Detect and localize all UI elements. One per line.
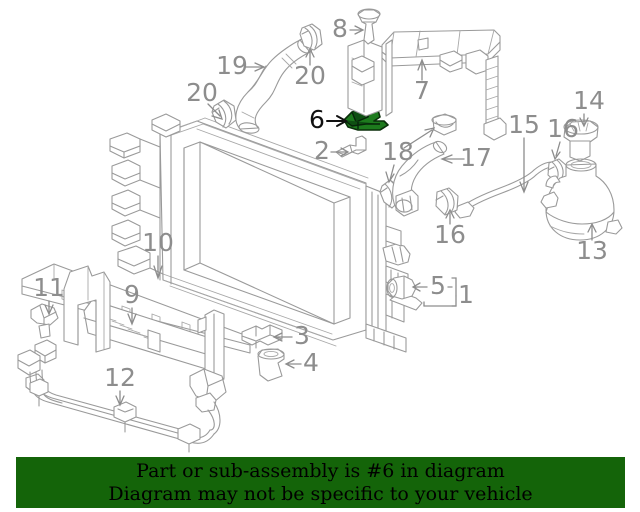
callout-label-1: 1 bbox=[458, 280, 474, 309]
callout-label-19: 19 bbox=[216, 51, 248, 80]
callout-label-9: 9 bbox=[124, 280, 140, 309]
callout-16b-leader bbox=[445, 208, 455, 225]
callout-label-16b: 16 bbox=[434, 220, 466, 249]
left-support-bracket bbox=[63, 265, 111, 353]
callout-label-8: 8 bbox=[332, 14, 348, 43]
callout-label-6: 6 bbox=[309, 105, 325, 134]
callout-12-leader bbox=[115, 390, 125, 407]
callout-label-11: 11 bbox=[33, 273, 65, 302]
part-20a-hose-clamp bbox=[299, 23, 323, 51]
callout-label-20b: 20 bbox=[186, 78, 218, 107]
part-20b-hose-clamp bbox=[211, 99, 237, 129]
callout-4-leader bbox=[284, 359, 302, 369]
part-11-sensor-cluster bbox=[17, 303, 59, 394]
callout-20a-leader bbox=[305, 47, 315, 66]
callout-7-leader bbox=[417, 58, 427, 81]
callout-16a-leader bbox=[551, 141, 561, 161]
part-7-upper-tie-bar bbox=[347, 29, 507, 141]
callout-9-leader bbox=[127, 307, 137, 326]
callout-label-20a: 20 bbox=[294, 61, 326, 90]
callout-5-leader bbox=[411, 282, 453, 292]
part-17-lower-hose bbox=[392, 140, 448, 217]
callout-label-7: 7 bbox=[414, 76, 430, 105]
notice-line-1: Part or sub-assembly is #6 in diagram bbox=[136, 459, 505, 482]
callout-13-leader bbox=[587, 222, 597, 241]
part-4-grommet bbox=[257, 348, 285, 382]
callout-20b-leader bbox=[207, 103, 224, 120]
right-support-bracket bbox=[197, 309, 225, 384]
callout-labels: 1 2 3 4 5 6 7 8 9 10 11 12 13 14 15 16 1… bbox=[33, 14, 608, 392]
part-13-coolant-reservoir bbox=[540, 158, 623, 241]
callout-label-2: 2 bbox=[314, 136, 330, 165]
callout-8-leader bbox=[349, 25, 365, 35]
notice-line-2: Diagram may not be specific to your vehi… bbox=[108, 482, 533, 505]
part-12-harness bbox=[29, 368, 227, 453]
callout-1-leader bbox=[423, 277, 457, 307]
callout-10-leader bbox=[153, 255, 163, 281]
callout-label-4: 4 bbox=[303, 348, 319, 377]
callout-19-leader bbox=[244, 62, 266, 72]
part-14-reservoir-cap bbox=[563, 119, 599, 162]
callout-18-leader bbox=[385, 127, 436, 184]
callout-label-10: 10 bbox=[142, 228, 174, 257]
callout-label-15: 15 bbox=[508, 110, 540, 139]
part-2-bracket bbox=[335, 135, 367, 158]
callout-15-leader bbox=[519, 137, 529, 194]
callout-label-16a: 16 bbox=[547, 114, 579, 143]
callout-label-17: 17 bbox=[460, 143, 492, 172]
callout-label-5: 5 bbox=[430, 271, 446, 300]
callout-17-leader bbox=[440, 154, 465, 164]
callout-label-18: 18 bbox=[382, 137, 414, 166]
part-5-drain-plug bbox=[386, 275, 417, 300]
part-16b-hose-clamp bbox=[435, 187, 459, 216]
part-18b-hose-clamp bbox=[431, 113, 457, 136]
callout-label-3: 3 bbox=[294, 321, 310, 350]
callout-label-14: 14 bbox=[573, 86, 605, 115]
notice-banner: Part or sub-assembly is #6 in diagram Di… bbox=[16, 457, 625, 508]
callout-2-leader bbox=[330, 147, 350, 157]
callout-label-12: 12 bbox=[104, 363, 136, 392]
callout-6-leader bbox=[326, 115, 349, 127]
callout-label-13: 13 bbox=[576, 236, 608, 265]
callout-14-leader bbox=[579, 113, 589, 128]
callout-3-leader bbox=[272, 332, 293, 342]
part-8-push-pin bbox=[357, 8, 381, 45]
callout-11-leader bbox=[44, 300, 54, 316]
